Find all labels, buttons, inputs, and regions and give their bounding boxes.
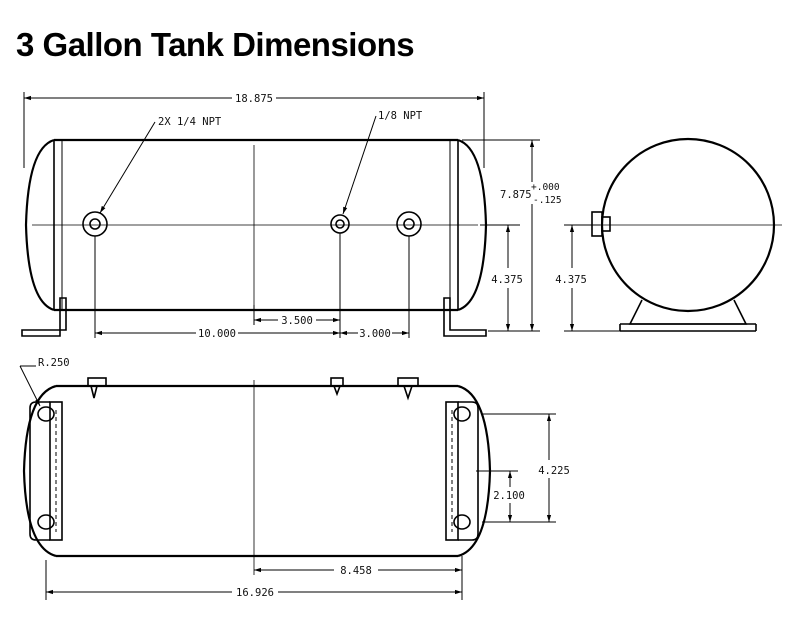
port-eighth-npt: [330, 214, 350, 234]
dim-overall-length-top: 18.875: [235, 93, 273, 105]
port-quarter-npt-right: [396, 211, 422, 237]
dim-port-spacing-10: 10.000: [198, 328, 236, 340]
front-view: 18.875 2X 1/4 NPT 1/8 NPT: [21, 92, 562, 340]
dim-diameter-tol-plus: +.000: [531, 182, 560, 193]
fitting-right: [397, 377, 419, 401]
dim-mount-height-side: 4.375: [555, 274, 587, 286]
dim-mount-height-front: 4.375: [491, 274, 523, 286]
fitting-middle: [330, 377, 344, 397]
bracket-right: [445, 401, 479, 541]
dim-bracket-span: 4.225: [538, 465, 570, 477]
dim-diameter-tol-minus: -.125: [533, 195, 562, 206]
dim-diameter: 7.875: [500, 189, 532, 201]
port-quarter-npt-left: [82, 211, 108, 237]
dim-bracket-half: 2.100: [493, 490, 525, 502]
dim-overall-length-bottom: 16.926: [236, 587, 274, 599]
top-view: R.250 4.225 2.100 8.458 16.926: [19, 357, 570, 600]
label-port-eighth-npt: 1/8 NPT: [378, 110, 423, 122]
page-title: 3 Gallon Tank Dimensions: [16, 26, 415, 63]
fitting-left: [87, 377, 107, 399]
dim-port-spacing-3: 3.000: [359, 328, 391, 340]
bracket-left: [29, 401, 63, 541]
side-view: 4.375: [555, 137, 782, 332]
dim-radius: R.250: [38, 357, 70, 369]
label-port-quarter-npt: 2X 1/4 NPT: [158, 116, 222, 128]
dim-center-offset: 8.458: [340, 565, 372, 577]
dim-port-spacing-3-5: 3.500: [281, 315, 313, 327]
